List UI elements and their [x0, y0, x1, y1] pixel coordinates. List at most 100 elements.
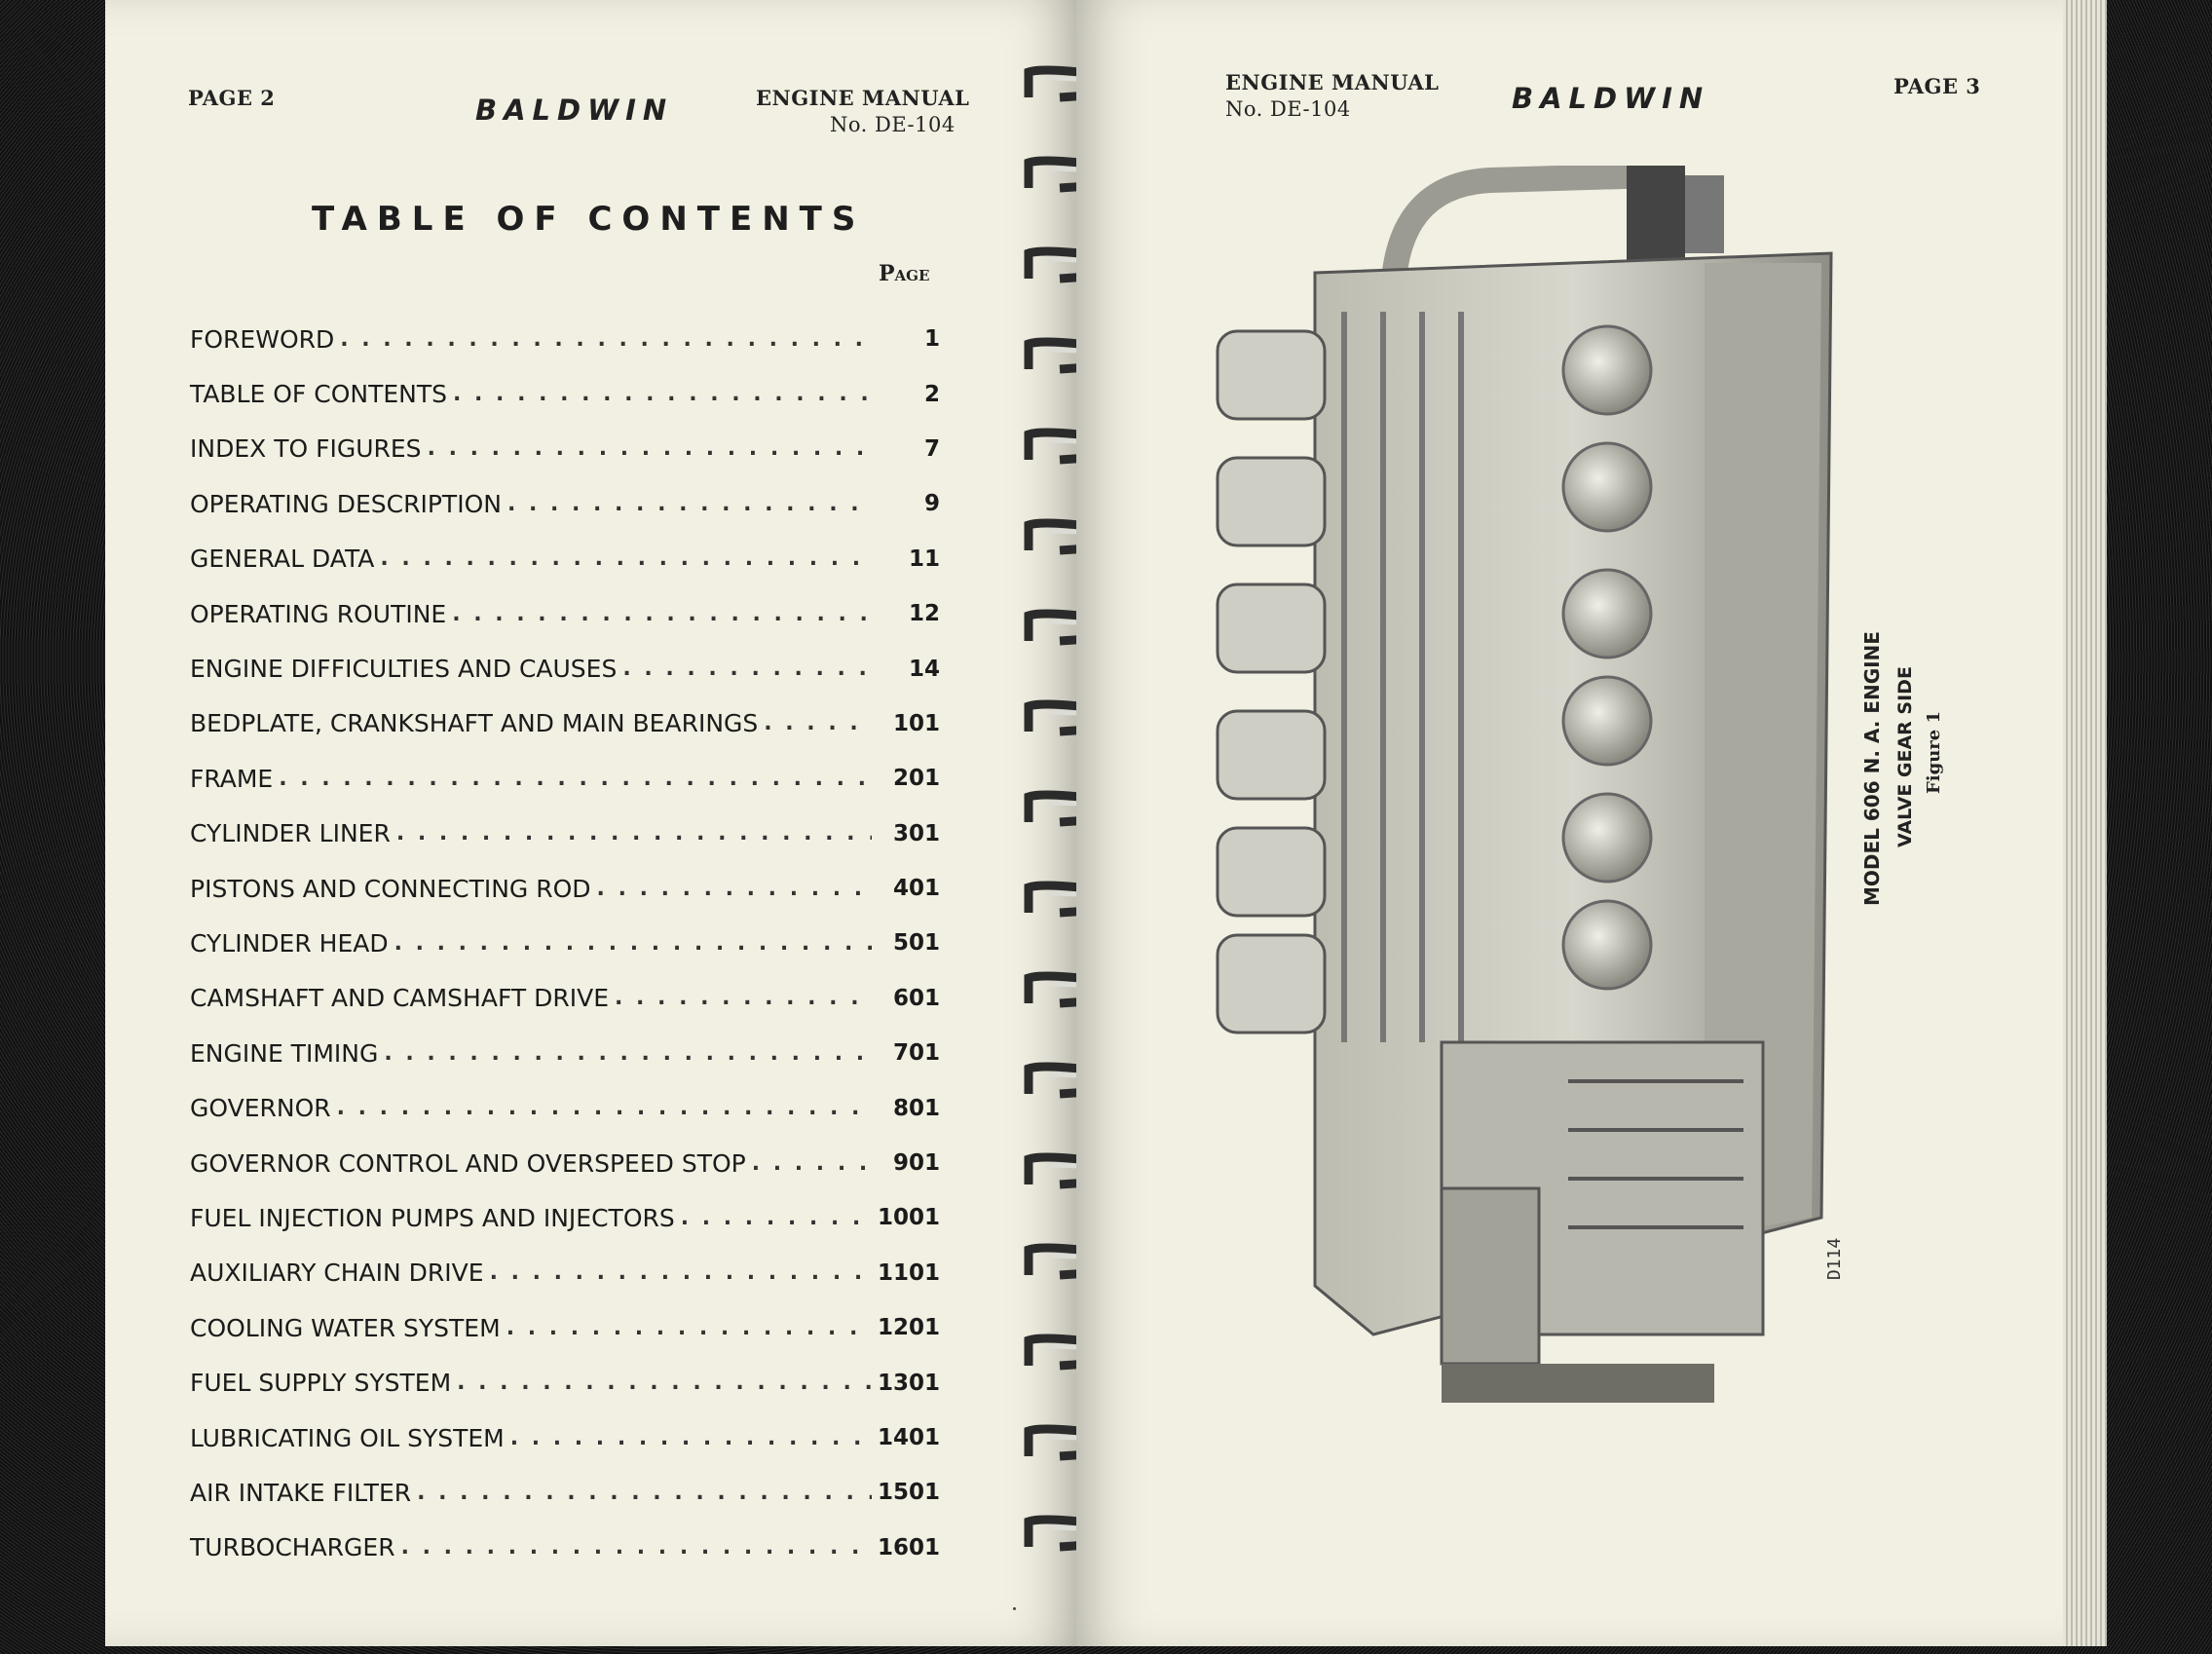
- toc-entry-label: FUEL SUPPLY SYSTEM: [190, 1369, 452, 1398]
- toc-entry-page: 301: [892, 820, 940, 846]
- caption-view: VALVE GEAR SIDE: [1894, 666, 1916, 847]
- toc-entry-page: 1601: [877, 1534, 940, 1560]
- toc-entry-label: PISTONS AND CONNECTING ROD: [190, 874, 591, 903]
- toc-entry-page: 101: [892, 710, 940, 736]
- toc-entry-label: FOREWORD: [190, 324, 335, 354]
- right-page-number: PAGE 3: [1893, 74, 1981, 98]
- caption-model: MODEL 606 N. A. ENGINE: [1860, 631, 1884, 906]
- toc-entry: AIR INTAKE FILTER 1501: [190, 1465, 940, 1520]
- toc-leader-dots: [764, 711, 872, 735]
- toc-entry-label: CYLINDER LINER: [190, 819, 391, 848]
- toc-entry: FUEL SUPPLY SYSTEM 1301: [190, 1355, 940, 1410]
- toc-entry-page: 1001: [877, 1205, 940, 1231]
- right-brand: BALDWIN: [1512, 82, 1710, 115]
- toc-leader-dots: [337, 1096, 872, 1120]
- photo-code: D114: [1824, 1237, 1846, 1281]
- toc-leader-dots: [384, 1041, 872, 1066]
- toc-entry-label: LUBRICATING OIL SYSTEM: [190, 1423, 505, 1452]
- toc-entry: ENGINE TIMING 701: [190, 1026, 940, 1080]
- toc-leader-dots: [453, 382, 872, 406]
- toc-entry-label: BEDPLATE, CRANKSHAFT AND MAIN BEARINGS: [190, 709, 759, 738]
- toc-entry: GOVERNOR CONTROL AND OVERSPEED STOP 901: [190, 1136, 940, 1190]
- toc-leader-dots: [622, 657, 872, 681]
- toc-entry: AUXILIARY CHAIN DRIVE1101: [190, 1246, 940, 1300]
- toc-entry-page: 201: [892, 766, 940, 792]
- toc-entry-label: CYLINDER HEAD: [190, 928, 389, 958]
- toc-leader-dots: [396, 821, 872, 846]
- page-stack-edge: [2063, 0, 2107, 1646]
- toc-entry: CAMSHAFT AND CAMSHAFT DRIVE 601: [190, 971, 940, 1026]
- toc-entry: TABLE OF CONTENTS 2: [190, 366, 940, 421]
- toc-entry-page: 1201: [877, 1315, 940, 1341]
- toc-entry-page: 401: [892, 876, 940, 902]
- toc-leader-dots: [681, 1206, 872, 1230]
- toc-entry-label: TURBOCHARGER: [190, 1533, 395, 1562]
- toc-entry: GOVERNOR 801: [190, 1080, 940, 1135]
- ink-dot: [1013, 1607, 1016, 1610]
- toc-entry-page: 7: [923, 435, 940, 462]
- right-manual-title: ENGINE MANUAL: [1225, 70, 1440, 94]
- toc-entry: TURBOCHARGER 1601: [190, 1521, 940, 1575]
- toc-entry-label: TABLE OF CONTENTS: [190, 380, 448, 409]
- page-title: TABLE OF CONTENTS: [312, 200, 866, 239]
- left-manual-number: No. DE-104: [830, 113, 956, 136]
- toc-entry: PISTONS AND CONNECTING ROD 401: [190, 861, 940, 916]
- toc-leader-dots: [507, 492, 872, 516]
- toc-leader-dots: [394, 931, 872, 956]
- toc-leader-dots: [428, 436, 872, 461]
- page-column-label: Page: [879, 261, 930, 286]
- toc-entry-label: COOLING WATER SYSTEM: [190, 1313, 501, 1342]
- toc-entry-page: 601: [892, 985, 940, 1011]
- left-page-number: PAGE 2: [188, 86, 276, 110]
- caption-figure: Figure 1: [1924, 710, 1944, 794]
- toc-leader-dots: [401, 1535, 872, 1560]
- toc-leader-dots: [279, 767, 872, 791]
- toc-entry-page: 1301: [877, 1370, 940, 1396]
- toc-entry-page: 801: [892, 1095, 940, 1121]
- toc-entry-page: 1101: [877, 1259, 940, 1286]
- toc-leader-dots: [457, 1371, 872, 1395]
- toc-entry-label: INDEX TO FIGURES: [190, 434, 422, 464]
- toc-entry-page: 1401: [877, 1425, 940, 1450]
- toc-leader-dots: [506, 1316, 872, 1340]
- toc-entry: LUBRICATING OIL SYSTEM 1401: [190, 1410, 940, 1465]
- toc-entry: FOREWORD 1: [190, 312, 940, 366]
- toc-entry: CYLINDER LINER 301: [190, 807, 940, 861]
- toc-entry-label: GOVERNOR: [190, 1094, 331, 1123]
- toc-leader-dots: [490, 1260, 872, 1285]
- toc-entry-page: 2: [923, 381, 940, 407]
- toc-entry-label: ENGINE TIMING: [190, 1038, 379, 1068]
- toc-entry: OPERATING DESCRIPTION9: [190, 476, 940, 531]
- toc-entry-page: 701: [892, 1040, 940, 1067]
- toc-entry-label: OPERATING ROUTINE: [190, 599, 447, 628]
- toc-entry-label: GENERAL DATA: [190, 545, 375, 574]
- toc-entry-page: 1: [923, 326, 940, 353]
- toc-entry: OPERATING ROUTINE 12: [190, 586, 940, 641]
- toc-entry-page: 901: [892, 1150, 940, 1177]
- toc-entry-page: 12: [908, 601, 940, 627]
- toc-entry: FRAME201: [190, 751, 940, 806]
- toc-entry: GENERAL DATA11: [190, 532, 940, 586]
- toc-leader-dots: [452, 602, 872, 626]
- toc-entry-page: 1501: [877, 1480, 940, 1506]
- toc-entry-label: CAMSHAFT AND CAMSHAFT DRIVE: [190, 984, 610, 1013]
- toc-entry-page: 501: [892, 930, 940, 957]
- engine-photo-icon: [1216, 166, 1833, 1403]
- toc-entry-page: 14: [908, 656, 940, 682]
- toc-entry-page: 9: [923, 491, 940, 517]
- toc-entry: BEDPLATE, CRANKSHAFT AND MAIN BEARINGS 10…: [190, 696, 940, 751]
- toc-leader-dots: [417, 1481, 872, 1505]
- toc-entry-label: GOVERNOR CONTROL AND OVERSPEED STOP: [190, 1148, 746, 1178]
- toc-entry-label: AIR INTAKE FILTER: [190, 1478, 412, 1507]
- left-manual-title: ENGINE MANUAL: [756, 86, 970, 110]
- left-brand: BALDWIN: [475, 94, 674, 127]
- toc-entry: COOLING WATER SYSTEM 1201: [190, 1300, 940, 1355]
- toc-leader-dots: [615, 986, 872, 1010]
- toc-leader-dots: [597, 877, 872, 901]
- toc-entry: INDEX TO FIGURES 7: [190, 422, 940, 476]
- toc-leader-dots: [752, 1151, 872, 1176]
- toc-leader-dots: [380, 546, 872, 571]
- toc-entry: CYLINDER HEAD 501: [190, 916, 940, 970]
- toc-leader-dots: [510, 1426, 872, 1450]
